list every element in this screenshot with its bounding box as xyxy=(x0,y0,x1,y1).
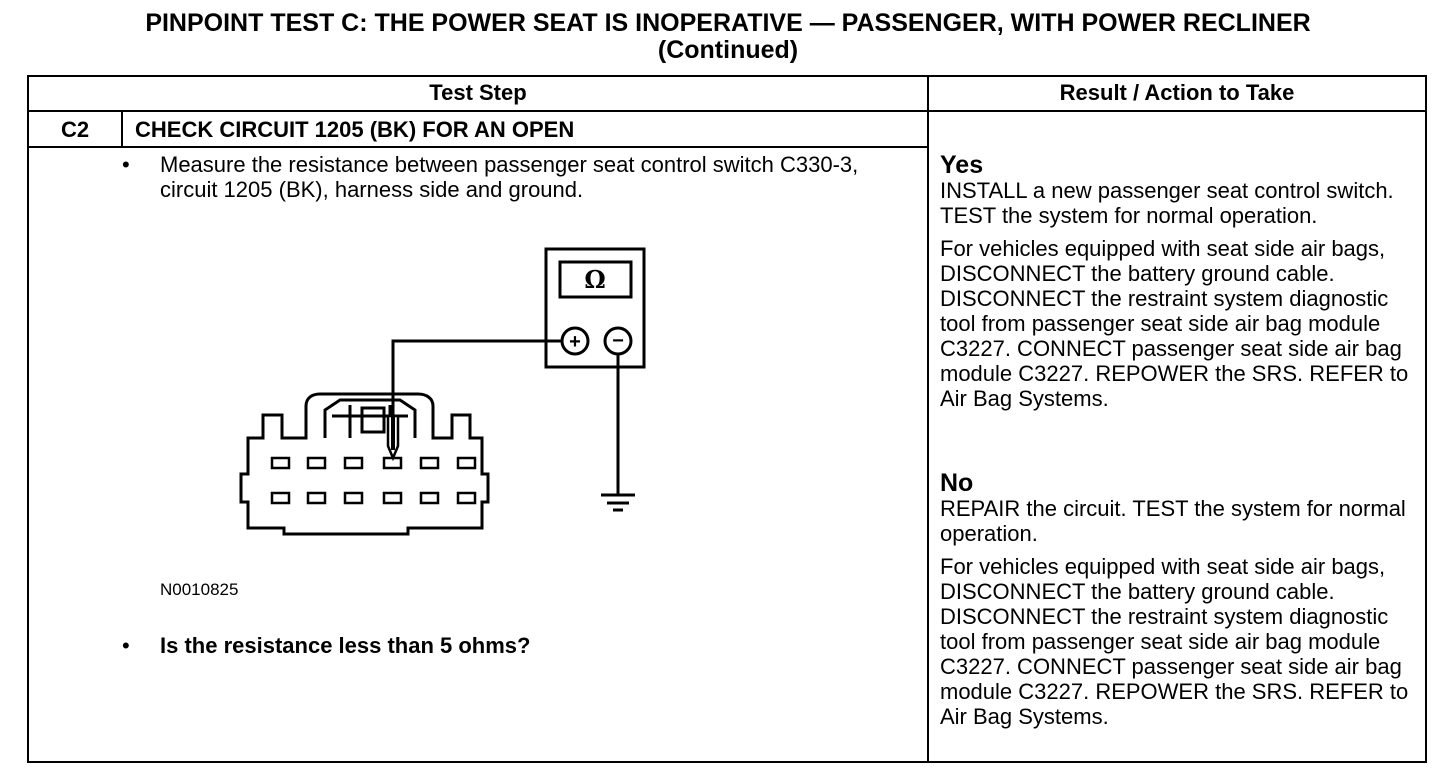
yes-airbag-note: For vehicles equipped with seat side air… xyxy=(940,236,1409,411)
minus-label: − xyxy=(612,330,624,352)
connector-cavities xyxy=(270,456,477,505)
question-text: Is the resistance less than 5 ohms? xyxy=(160,633,531,658)
plus-label: + xyxy=(569,331,581,353)
step-title: CHECK CIRCUIT 1205 (BK) FOR AN OPEN xyxy=(135,117,575,142)
ohm-symbol: Ω xyxy=(584,265,605,294)
yes-action: INSTALL a new passenger seat control swi… xyxy=(940,178,1394,228)
pinpoint-table xyxy=(27,75,1427,763)
title-continued: (Continued) xyxy=(657,36,799,64)
result-yes: Yes INSTALL a new passenger seat control… xyxy=(940,152,1418,411)
header-divider xyxy=(27,110,1427,112)
step-title-divider xyxy=(27,146,929,148)
title-line: PINPOINT TEST C: THE POWER SEAT IS INOPE… xyxy=(145,9,1311,37)
step-id: C2 xyxy=(60,117,90,142)
connector-outline xyxy=(239,392,490,536)
no-airbag-note: For vehicles equipped with seat side air… xyxy=(940,554,1409,729)
connector-latch xyxy=(323,398,417,438)
step-id-divider xyxy=(121,110,123,148)
bullet-dot: • xyxy=(122,633,130,658)
ground-icon xyxy=(601,493,635,512)
header-result-action: Result / Action to Take xyxy=(1059,80,1295,105)
instruction-text: Measure the resistance between passenger… xyxy=(160,152,859,202)
no-label: No xyxy=(940,469,974,497)
result-no: No REPAIR the circuit. TEST the system f… xyxy=(940,470,1418,729)
ohmmeter-connector-illustration: Ω + − xyxy=(230,240,670,550)
figure-id: N0010825 xyxy=(160,580,239,599)
bullet-dot: • xyxy=(122,152,130,177)
ohmmeter-body xyxy=(544,247,646,369)
positive-lead-wire xyxy=(391,339,562,458)
column-divider xyxy=(927,75,929,763)
yes-label: Yes xyxy=(940,151,984,179)
page-title: PINPOINT TEST C: THE POWER SEAT IS INOPE… xyxy=(0,10,1456,64)
header-test-step: Test Step xyxy=(429,80,527,105)
ohmmeter-display xyxy=(558,260,633,299)
no-action: REPAIR the circuit. TEST the system for … xyxy=(940,496,1406,546)
